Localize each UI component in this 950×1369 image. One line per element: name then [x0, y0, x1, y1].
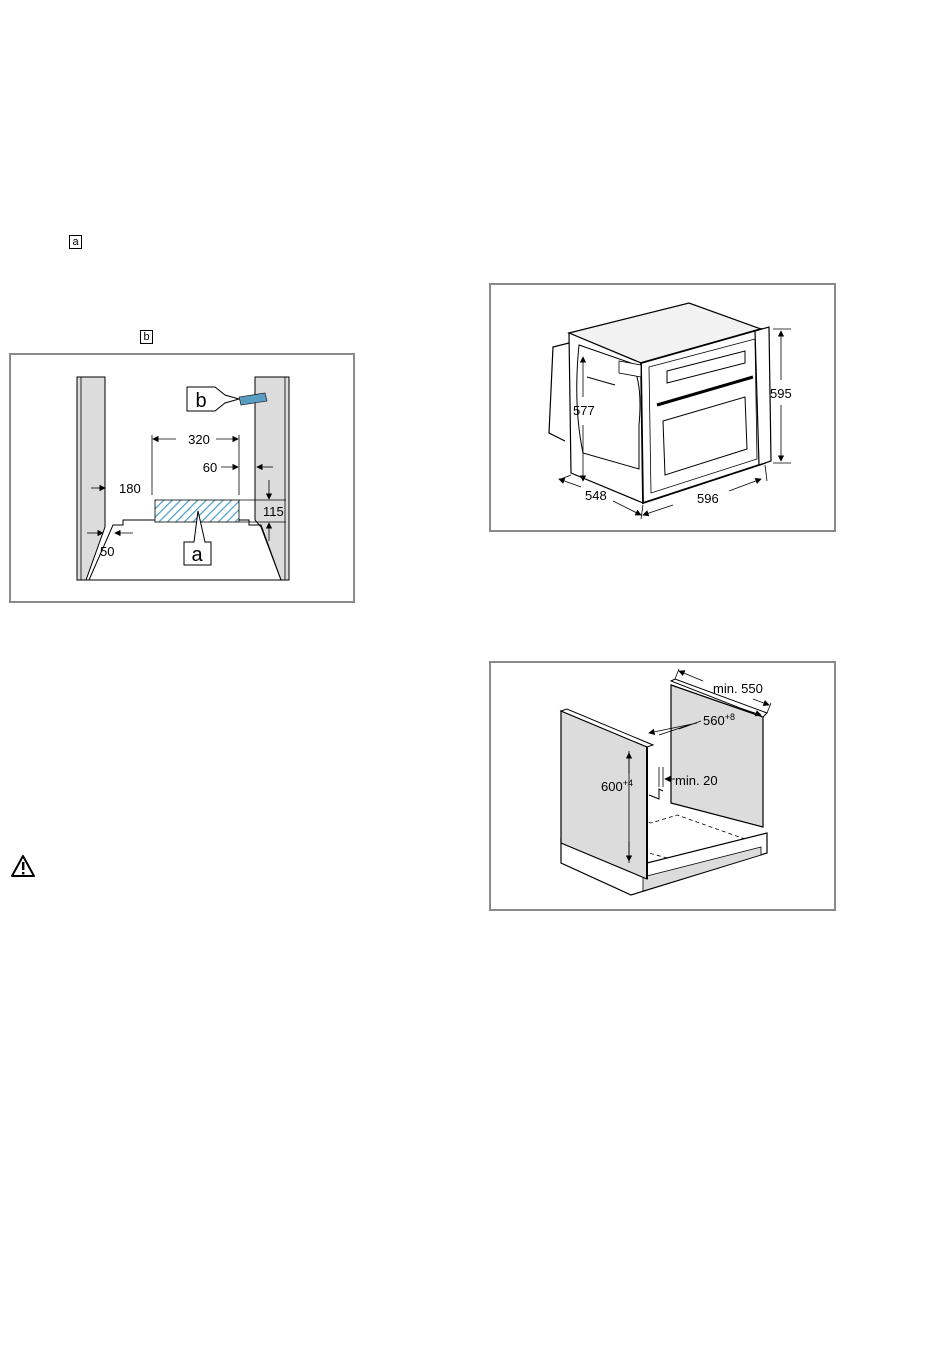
warning-icon	[10, 854, 36, 878]
dim-min550-label: min. 550	[713, 681, 763, 696]
dim-596-label: 596	[697, 491, 719, 506]
cabinet-cutout-drawing: 320 60 180 115 50 b a	[11, 355, 357, 605]
niche-dimensions-drawing: min. 550 560+8 600+4 min. 20	[491, 663, 838, 913]
right-side-panel	[255, 377, 289, 580]
figure-cabinet-cutout: 320 60 180 115 50 b a	[9, 353, 355, 603]
marker-b: b	[140, 330, 153, 344]
dim-595-label: 595	[770, 386, 792, 401]
dim-600-tolerance: +4	[623, 778, 633, 788]
dim-115-label: 115	[263, 504, 284, 519]
dim-320-label: 320	[188, 432, 210, 447]
dim-560-tolerance: +8	[725, 712, 735, 722]
figure-oven-dimensions: 595 577 548 596	[489, 283, 836, 532]
figure-niche-dimensions: min. 550 560+8 600+4 min. 20	[489, 661, 836, 911]
dim-577-label: 577	[573, 403, 595, 418]
dim-60-label: 60	[203, 460, 217, 475]
callout-a-label: a	[191, 544, 203, 566]
dim-180-label: 180	[119, 481, 141, 496]
oven-dimensions-drawing: 595 577 548 596	[491, 285, 838, 534]
dim-min20-label: min. 20	[675, 773, 718, 788]
marker-a: a	[69, 235, 82, 249]
callout-b-label: b	[195, 390, 206, 412]
dim-50-label: 50	[100, 544, 114, 559]
dim-548-label: 548	[585, 488, 607, 503]
